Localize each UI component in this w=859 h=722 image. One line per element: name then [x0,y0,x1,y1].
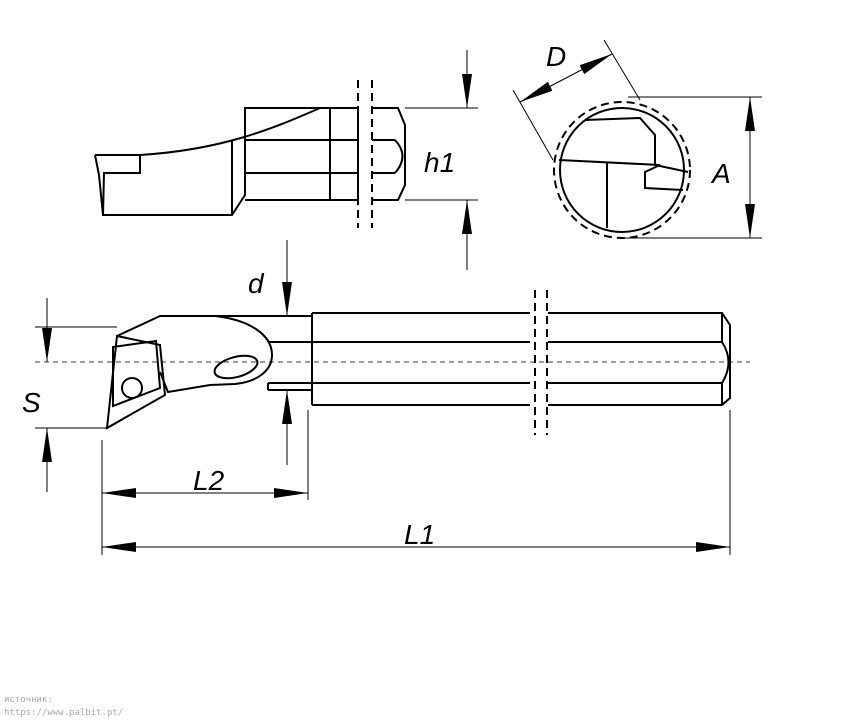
l1-label: L1 [404,519,435,550]
l2-label: L2 [193,465,225,496]
source-caption: источник: [4,695,53,705]
h1-label: h1 [424,147,455,178]
a-label: A [710,158,731,189]
end-view: A D [512,39,762,239]
source-url: https://www.palbit.pt/ [4,708,124,718]
side-view: h1 [94,50,478,270]
s-label: S [22,387,41,418]
front-view: d S L2 L1 [22,240,750,555]
d-label: d [248,268,265,299]
d-diameter-label: D [546,41,566,72]
